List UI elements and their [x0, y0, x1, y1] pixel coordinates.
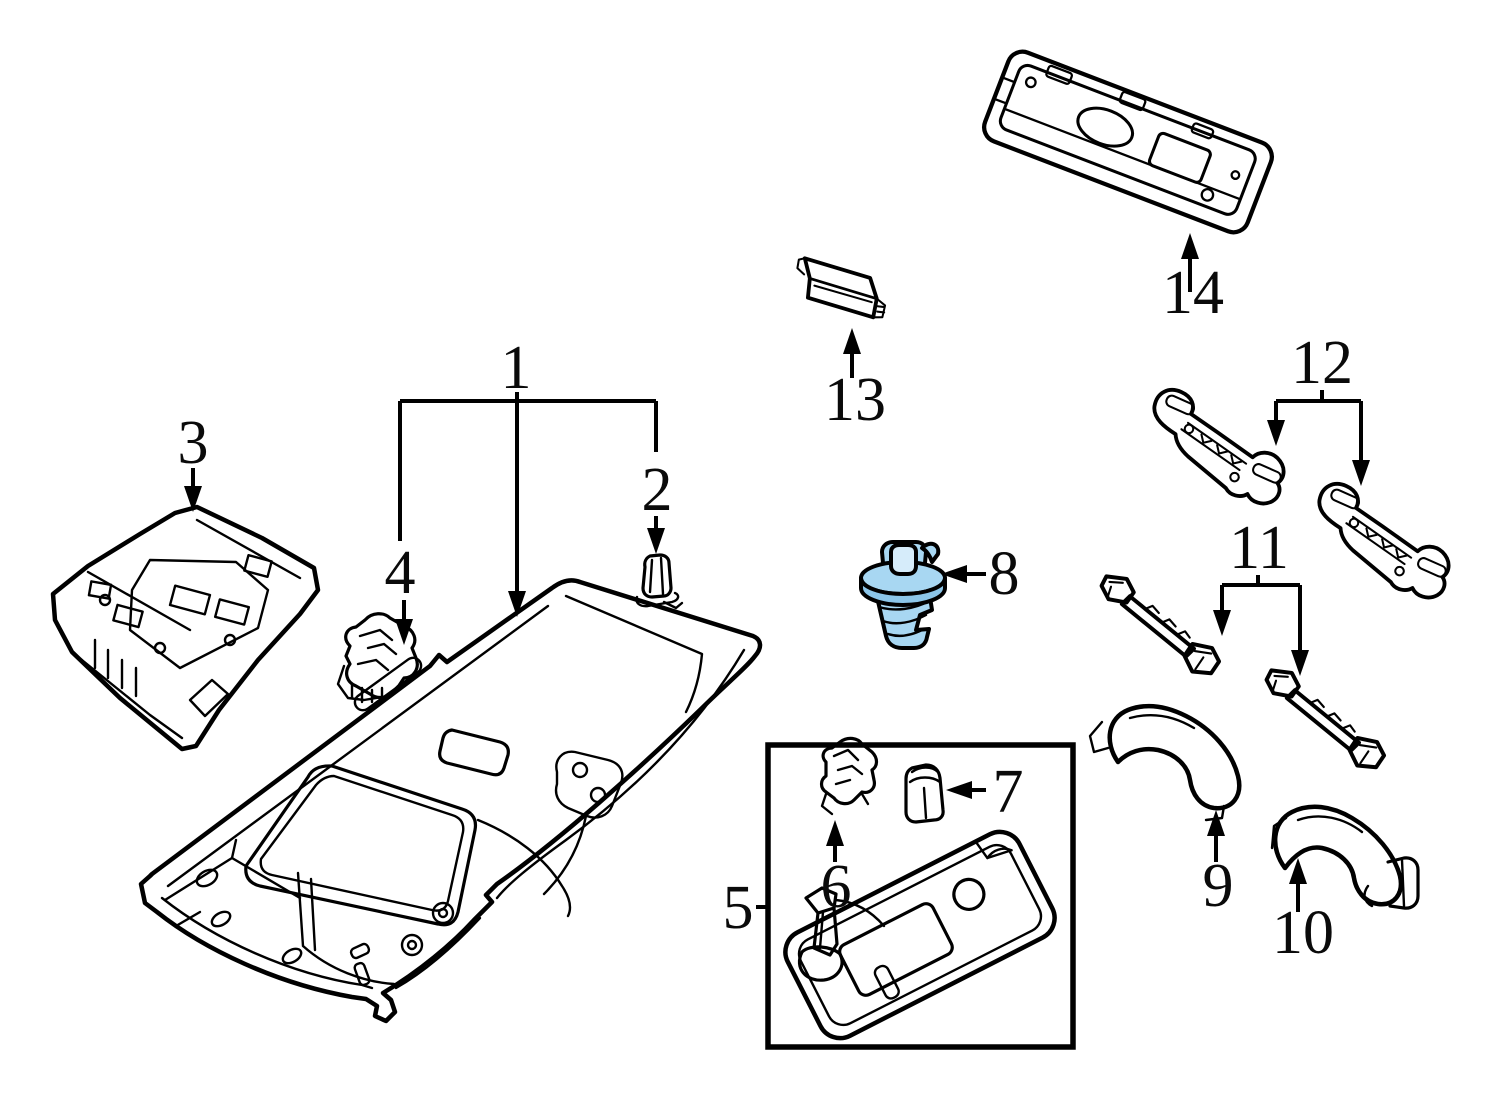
part-6-visor-clip[interactable]: [819, 736, 879, 816]
callout-11[interactable]: 11: [1229, 514, 1289, 582]
part-7-retainer-clip[interactable]: [904, 763, 945, 824]
arrow-4: [395, 619, 413, 645]
part-4-outline: [344, 612, 419, 700]
callout-8[interactable]: 8: [989, 540, 1020, 608]
arrow-13: [843, 328, 861, 354]
arrow-1: [508, 591, 526, 617]
arrow-14: [1181, 233, 1199, 259]
part-2-outline: [641, 553, 673, 599]
visor-outline: [783, 829, 1057, 1041]
part-14-overhead-lamp-unit[interactable]: [980, 47, 1277, 236]
part-14-outline: [982, 49, 1274, 235]
callout-4[interactable]: 4: [385, 539, 416, 607]
part-11a-outline: [1099, 574, 1136, 605]
part-3-outline: [50, 504, 321, 752]
part-12-retainer-a[interactable]: [1134, 384, 1301, 511]
part-9-outline: [1107, 703, 1242, 811]
callout-6[interactable]: 6: [821, 853, 852, 921]
part-12b-outline: [1317, 482, 1451, 600]
part-2-clip[interactable]: [635, 553, 684, 610]
part-5-box: [765, 742, 1076, 1050]
part-11-bracket-a[interactable]: [1086, 570, 1234, 680]
part-10-outline: [1272, 804, 1404, 907]
part-12-retainer-b[interactable]: [1299, 478, 1466, 605]
callout-14[interactable]: 14: [1162, 259, 1224, 327]
arrow-6: [826, 820, 844, 846]
arrow-11b: [1291, 650, 1309, 676]
callout-2[interactable]: 2: [642, 456, 673, 524]
arrow-2: [647, 528, 665, 554]
part-5-visor-group[interactable]: [765, 742, 1076, 1050]
callout-1[interactable]: 1: [501, 334, 532, 402]
callout-9[interactable]: 9: [1203, 852, 1234, 920]
callout-labels: 1 2 3 4 5 6 7 8 9 10 11 12 13 14: [178, 259, 1354, 967]
arrow-12a: [1267, 420, 1285, 446]
sunroof-opening: [244, 764, 478, 927]
part-12a-outline: [1152, 388, 1286, 506]
leader-lines: [184, 233, 1370, 912]
arrow-9: [1207, 810, 1225, 836]
part-8-ear: [920, 541, 941, 564]
part-8-cap-notch: [889, 543, 918, 576]
part-8-flange-rim: [859, 576, 947, 607]
part-1-outline: [138, 578, 763, 1024]
visor-hole: [952, 877, 986, 911]
callout-12[interactable]: 12: [1291, 329, 1353, 397]
arrow-7: [946, 781, 972, 799]
headliner-hole: [438, 728, 510, 777]
visor-mount: [797, 886, 886, 982]
part-11b-outline: [1264, 668, 1301, 699]
part-9-grab-handle[interactable]: [1088, 703, 1242, 822]
part-10-end-cap: [1386, 856, 1420, 910]
arrow-8: [941, 565, 967, 583]
callout-10[interactable]: 10: [1272, 899, 1334, 967]
part-10-grab-handle[interactable]: [1270, 804, 1420, 910]
arrow-3: [184, 486, 202, 512]
part-11-bracket-b[interactable]: [1251, 664, 1399, 774]
callout-3[interactable]: 3: [178, 409, 209, 477]
callout-5[interactable]: 5: [723, 874, 754, 942]
callout-13[interactable]: 13: [824, 366, 886, 434]
arrow-12b: [1352, 460, 1370, 486]
part-3-overhead-console[interactable]: [50, 504, 321, 752]
part-1-headliner[interactable]: [138, 578, 763, 1024]
part-4-clip[interactable]: [336, 612, 419, 704]
arrow-11a: [1213, 610, 1231, 636]
part-8-screw-clip-highlighted[interactable]: [859, 540, 947, 650]
callout-7[interactable]: 7: [993, 758, 1024, 826]
handle-mount: [554, 750, 624, 819]
part-6-outline: [819, 736, 879, 806]
arrow-10: [1289, 858, 1307, 884]
part-13-dome-lamp[interactable]: [787, 252, 894, 325]
